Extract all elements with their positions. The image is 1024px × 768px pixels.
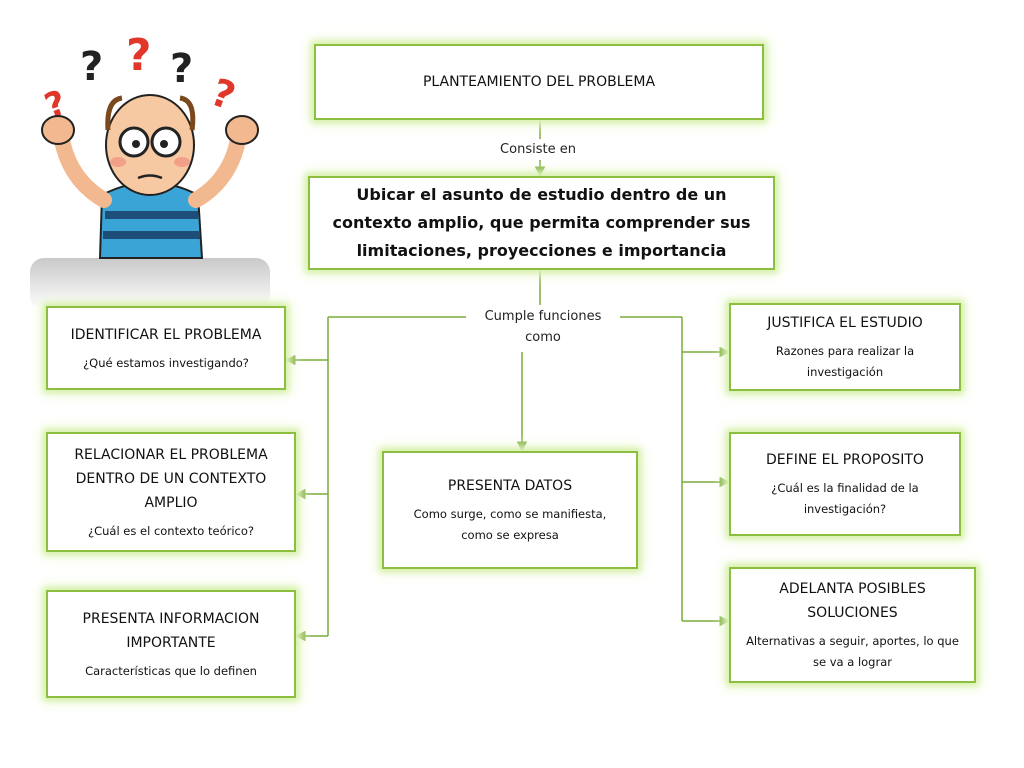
function-box-define-proposito: DEFINE EL PROPOSITO ¿Cuál es la finalida…: [729, 432, 961, 536]
function-desc: ¿Cuál es el contexto teórico?: [87, 523, 254, 538]
function-title: IDENTIFICAR EL PROBLEMA: [70, 326, 262, 343]
function-desc: Razones para realizar la investigación: [775, 344, 915, 379]
function-box-relacionar: RELACIONAR EL PROBLEMA DENTRO DE UN CONT…: [46, 432, 296, 552]
definition-box: Ubicar el asunto de estudio dentro de un…: [308, 176, 775, 270]
function-title: PRESENTA INFORMACION IMPORTANTE: [82, 610, 260, 651]
function-box-adelanta-soluciones: ADELANTA POSIBLES SOLUCIONES Alternativa…: [729, 567, 976, 683]
function-desc: Alternativas a seguir, aportes, lo que s…: [746, 634, 959, 669]
question-mark: ?: [170, 46, 193, 92]
function-desc: ¿Qué estamos investigando?: [83, 355, 249, 370]
function-title: RELACIONAR EL PROBLEMA DENTRO DE UN CONT…: [74, 446, 268, 511]
function-title: JUSTIFICA EL ESTUDIO: [767, 315, 923, 331]
function-desc: Características que lo definen: [85, 663, 257, 678]
confused-person-icon: ? ? ? ? ?: [30, 30, 270, 310]
title-box: PLANTEAMIENTO DEL PROBLEMA: [314, 44, 764, 120]
function-desc: ¿Cuál es la finalidad de la investigació…: [771, 481, 919, 516]
title-text: PLANTEAMIENTO DEL PROBLEMA: [422, 74, 656, 90]
function-box-presenta-datos: PRESENTA DATOS Como surge, como se manif…: [382, 451, 638, 569]
function-title: ADELANTA POSIBLES SOLUCIONES: [779, 581, 926, 621]
question-mark: ?: [126, 30, 152, 81]
function-desc: Como surge, como se manifiesta, como se …: [413, 507, 607, 542]
function-title: DEFINE EL PROPOSITO: [766, 452, 924, 468]
edge-label-consiste-en: Consiste en: [486, 139, 590, 160]
definition-text: Ubicar el asunto de estudio dentro de un…: [332, 185, 751, 260]
question-mark: ?: [80, 44, 103, 90]
function-box-justifica: JUSTIFICA EL ESTUDIO Razones para realiz…: [729, 303, 961, 391]
function-box-presenta-informacion: PRESENTA INFORMACION IMPORTANTE Caracter…: [46, 590, 296, 698]
function-box-identificar: IDENTIFICAR EL PROBLEMA ¿Qué estamos inv…: [46, 306, 286, 390]
edge-label-cumple-funciones: Cumple funciones como: [466, 306, 620, 348]
function-title: PRESENTA DATOS: [447, 478, 573, 494]
